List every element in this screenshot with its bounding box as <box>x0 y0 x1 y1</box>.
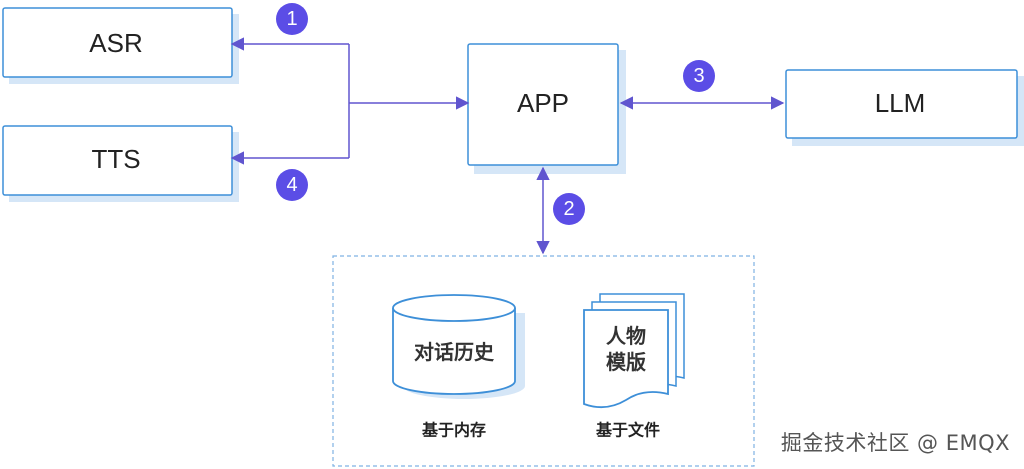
step-4-label: 4 <box>286 174 297 196</box>
app-node: APP <box>467 43 626 174</box>
memory-caption: 基于内存 <box>421 421 486 440</box>
file-caption: 基于文件 <box>595 421 660 440</box>
asr-tts-app-connectors <box>230 37 470 165</box>
llm-node: LLM <box>785 69 1024 146</box>
template-label-line2: 模版 <box>606 350 646 374</box>
document-stack-icon: 人物 模版 <box>583 293 685 409</box>
step-badge-2: 2 <box>553 193 585 225</box>
step-badge-3: 3 <box>683 60 715 92</box>
template-label-line1: 人物 <box>606 324 646 348</box>
watermark: 掘金技术社区 @ EMQX <box>780 431 1010 455</box>
storage-container <box>332 255 755 467</box>
step-badge-1: 1 <box>276 3 308 35</box>
asr-label: ASR <box>89 28 142 58</box>
step-2-label: 2 <box>563 198 574 220</box>
tts-node: TTS <box>2 125 239 202</box>
step-badge-4: 4 <box>276 169 308 201</box>
step-3-label: 3 <box>693 65 704 87</box>
app-label: APP <box>517 88 569 118</box>
tts-label: TTS <box>91 144 140 174</box>
step-1-label: 1 <box>286 8 297 30</box>
llm-label: LLM <box>875 88 926 118</box>
asr-node: ASR <box>2 7 239 84</box>
database-cylinder-icon: 对话历史 <box>392 294 525 399</box>
history-label: 对话历史 <box>414 340 495 364</box>
